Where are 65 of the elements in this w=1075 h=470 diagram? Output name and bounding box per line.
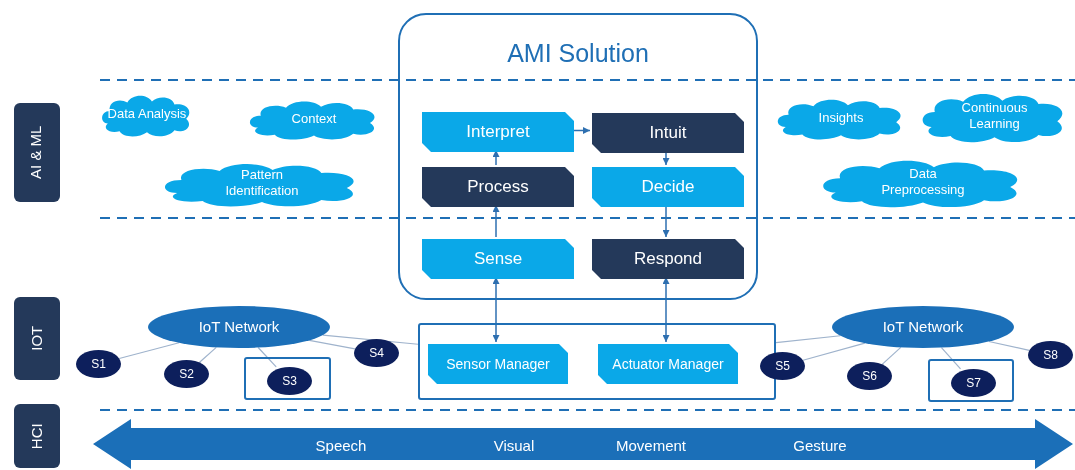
sensor-circle bbox=[76, 350, 121, 378]
node-label: S2 bbox=[179, 366, 194, 383]
connector-line bbox=[881, 346, 902, 366]
node-label: Pattern Identification bbox=[224, 167, 300, 199]
interaction-mode-label: Speech bbox=[315, 436, 367, 456]
node-label: HCI bbox=[26, 423, 46, 449]
node-label: IoT Network bbox=[198, 316, 280, 337]
node-label: Actuator Manager bbox=[612, 355, 724, 373]
sensor-circle bbox=[267, 367, 312, 395]
process-step-box bbox=[422, 112, 574, 152]
node-label: Sense bbox=[473, 248, 523, 271]
layer-label-box bbox=[14, 404, 60, 468]
connector-line bbox=[802, 342, 866, 361]
container-title: AMI Solution bbox=[507, 38, 649, 69]
connector-line bbox=[308, 339, 356, 350]
process-step-box bbox=[422, 239, 574, 279]
double-arrow-band bbox=[93, 419, 1073, 469]
node-label: Interpret bbox=[466, 121, 530, 144]
sensor-circle bbox=[164, 360, 209, 388]
connector-line bbox=[775, 335, 841, 344]
interaction-mode-label: Movement bbox=[616, 436, 686, 456]
process-step-box bbox=[592, 239, 744, 279]
node-label: AI & ML bbox=[26, 125, 46, 180]
solution-container bbox=[398, 13, 758, 300]
sensor-circle bbox=[760, 352, 805, 380]
connector-line bbox=[257, 346, 277, 368]
manager-box bbox=[598, 344, 738, 384]
sensor-circle bbox=[847, 362, 892, 390]
node-label: S1 bbox=[91, 356, 106, 373]
node-label: IoT Network bbox=[882, 316, 964, 337]
node-label: Data Analysis bbox=[107, 106, 187, 122]
connector-line bbox=[940, 346, 962, 370]
group-box bbox=[928, 359, 1014, 402]
sensor-circle bbox=[951, 369, 996, 397]
node-label: S8 bbox=[1043, 347, 1058, 364]
node-label: Insights bbox=[818, 109, 864, 126]
sensor-circle bbox=[354, 339, 399, 367]
sensor-circle bbox=[1028, 341, 1073, 369]
node-label: Sensor Manager bbox=[446, 355, 550, 373]
node-label: Respond bbox=[633, 248, 703, 271]
process-step-box bbox=[422, 167, 574, 207]
node-label: S3 bbox=[282, 373, 297, 390]
node-label: Data Preprocessing bbox=[880, 165, 966, 198]
connector-line bbox=[988, 340, 1030, 351]
node-label: S7 bbox=[966, 375, 981, 392]
node-label: Context bbox=[291, 110, 337, 127]
manager-box bbox=[428, 344, 568, 384]
node-label: S4 bbox=[369, 345, 384, 362]
node-label: IOT bbox=[26, 326, 46, 351]
group-box bbox=[418, 323, 776, 400]
node-label: S5 bbox=[775, 358, 790, 375]
process-step-box bbox=[592, 167, 744, 207]
connector-line bbox=[118, 342, 180, 360]
interaction-mode-label: Gesture bbox=[793, 436, 847, 456]
connector-line bbox=[198, 346, 217, 364]
layer-label-box bbox=[14, 297, 60, 380]
process-step-box bbox=[592, 113, 744, 153]
node-label: Process bbox=[467, 176, 529, 199]
interaction-mode-label: Visual bbox=[493, 436, 535, 456]
node-label: Decide bbox=[641, 176, 695, 199]
layer-label-box bbox=[14, 103, 60, 202]
node-label: S6 bbox=[862, 368, 877, 385]
node-label: Intuit bbox=[649, 122, 687, 145]
group-box bbox=[244, 357, 331, 400]
node-label: Continuous Learning bbox=[960, 99, 1029, 132]
